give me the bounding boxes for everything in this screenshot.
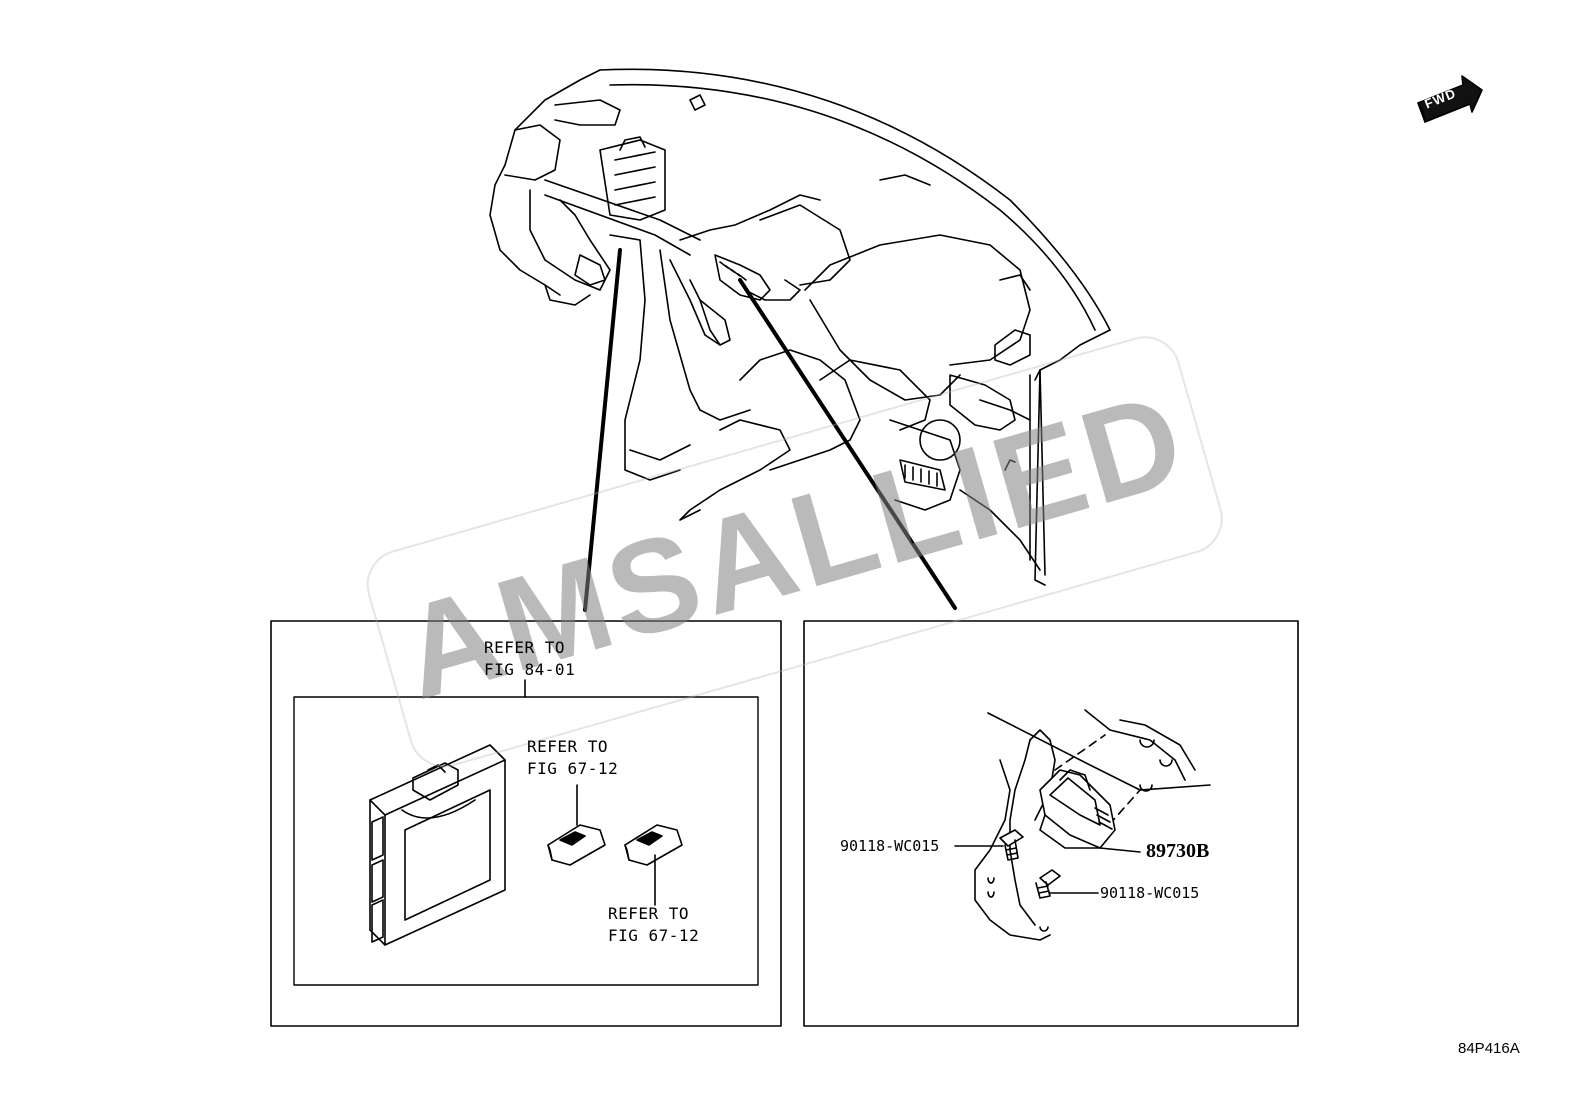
key-fob-1 — [547, 824, 606, 866]
refer-to-fig-84-01: REFER TO FIG 84-01 — [484, 638, 576, 679]
key-fob-2 — [624, 824, 683, 866]
dashed-guide-1 — [1054, 734, 1106, 771]
part-number-bolt-right: 90118-WC015 — [1100, 884, 1200, 902]
bolt-right — [1035, 869, 1061, 899]
part-number-bolt-left: 90118-WC015 — [840, 837, 940, 855]
ecu-module — [369, 744, 506, 946]
right-detail-box — [803, 620, 1299, 1027]
leader-line-right — [738, 278, 957, 610]
fwd-arrow-icon — [1417, 75, 1483, 123]
dashed-guide-2 — [1099, 789, 1141, 836]
bolt-left — [999, 829, 1024, 861]
instrument-panel — [489, 68, 1111, 586]
refer-to-fig-67-12-lower: REFER TO FIG 67-12 — [608, 904, 700, 945]
leader-line-left — [583, 248, 622, 612]
left-inner-box — [293, 696, 759, 986]
figure-code: 84P416A — [1458, 1040, 1520, 1057]
part-number-89730b: 89730B — [1146, 840, 1210, 862]
left-detail-box — [270, 620, 782, 1027]
leader-89730b — [1099, 847, 1141, 853]
module-89730b — [1039, 769, 1116, 849]
refer-to-fig-67-12-upper: REFER TO FIG 67-12 — [527, 737, 619, 778]
